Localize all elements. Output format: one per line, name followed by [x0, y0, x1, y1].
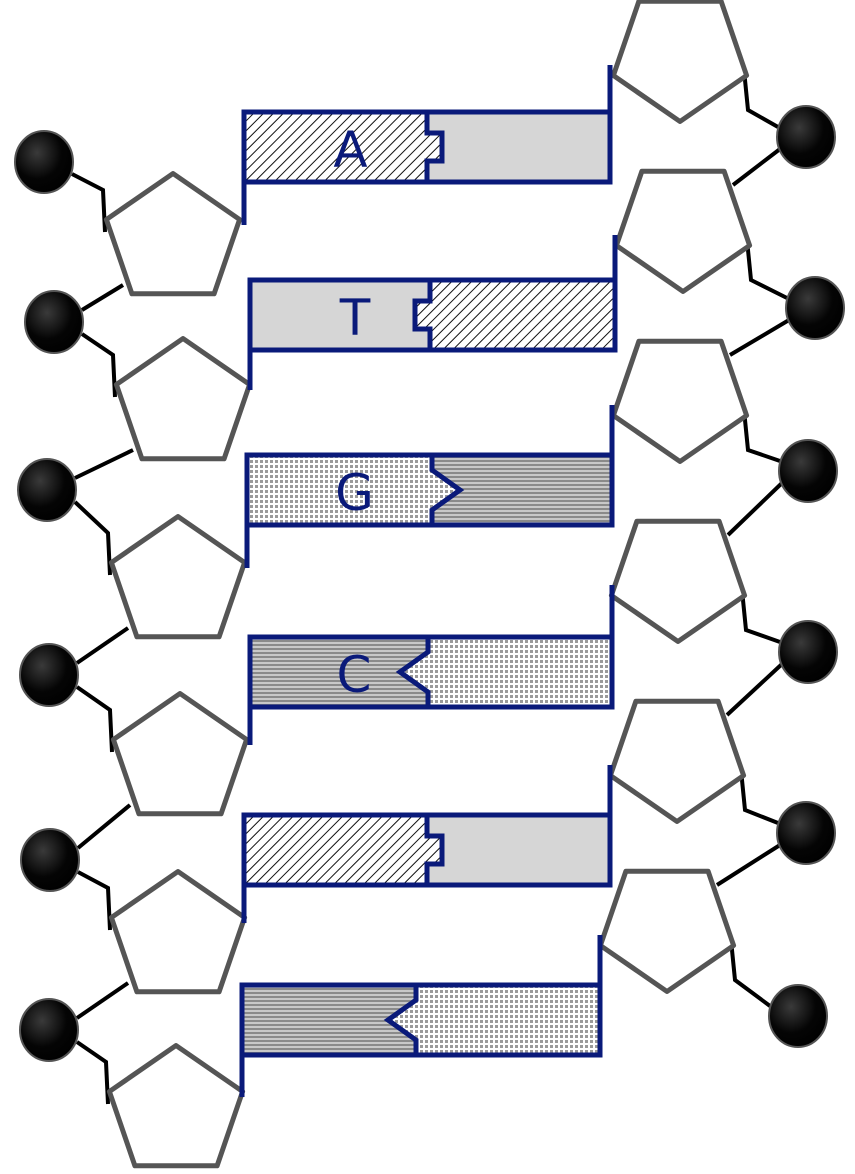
backbone-link-left: [76, 803, 132, 850]
backbone-link-right: [715, 843, 782, 887]
backbone-link-right: [740, 589, 781, 644]
base-pair-seam: [383, 985, 419, 1055]
sugar-pentagon: [608, 518, 748, 644]
sugar-pentagon: [597, 868, 737, 994]
phosphate-ball: [778, 620, 838, 684]
base-left-half: [242, 985, 416, 1055]
base-pair: [239, 935, 603, 1097]
base-pair-seam: [429, 455, 465, 525]
base-right-half: [400, 637, 612, 707]
phosphate-ball: [785, 276, 845, 340]
backbone-link-right: [729, 939, 772, 1008]
backbone-link-left: [75, 981, 130, 1020]
phosphate-ball: [776, 105, 836, 169]
backbone-link-right: [739, 769, 779, 825]
base-right-half: [432, 455, 612, 525]
phosphate-ball: [776, 801, 836, 865]
phosphate-ball: [19, 998, 79, 1062]
sugar-pentagon: [108, 869, 248, 995]
phosphate-ball: [768, 984, 828, 1048]
backbone-layer: [14, 0, 845, 1169]
backbone-link-left: [75, 685, 114, 753]
sugar-pentagon: [113, 336, 253, 462]
backbone-link-right: [725, 662, 784, 717]
backbone-link-right: [742, 409, 781, 463]
phosphate-ball: [14, 130, 74, 194]
backbone-link-left: [75, 626, 130, 665]
base-right-half: [427, 815, 610, 885]
base-right-half: [427, 112, 610, 182]
sugar-pentagon: [110, 691, 250, 817]
sugar-pentagon: [607, 698, 747, 824]
base-right-half: [415, 280, 615, 350]
base-left-half: [244, 815, 442, 885]
backbone-link-right: [731, 147, 782, 187]
phosphate-ball: [778, 439, 838, 503]
base-left-half: [247, 455, 460, 525]
sugar-pentagon: [108, 514, 248, 640]
sugar-pentagon: [103, 171, 243, 297]
backbone-link-right: [745, 239, 788, 300]
base-left-half: [250, 280, 430, 350]
base-label: G: [335, 464, 374, 522]
base-pair-seam: [412, 280, 433, 350]
backbone-link-left: [71, 172, 107, 233]
base-left-half: [250, 637, 428, 707]
phosphate-ball: [20, 828, 80, 892]
phosphate-ball: [17, 458, 77, 522]
backbone-link-left: [73, 500, 112, 576]
base-right-half: [388, 985, 600, 1055]
base-pair: A: [241, 65, 613, 225]
base-pair: C: [247, 585, 615, 745]
phosphate-ball: [19, 643, 79, 707]
base-pair: [241, 765, 613, 923]
base-label: T: [339, 289, 371, 347]
backbone-link-right: [726, 481, 784, 537]
base-pair-seam: [424, 815, 445, 885]
base-pair-seam: [395, 637, 431, 707]
sugar-pentagon: [610, 0, 750, 124]
backbone-link-right: [742, 69, 779, 129]
sugar-pentagon: [613, 168, 753, 294]
backbone-link-left: [77, 870, 112, 931]
backbone-link-left: [74, 448, 134, 480]
base-pair-seam: [424, 112, 445, 182]
base-pairs-layer: A T G C: [239, 65, 618, 1097]
base-left-half: [244, 112, 442, 182]
backbone-link-left: [75, 1040, 110, 1105]
phosphate-ball: [24, 290, 84, 354]
base-label: A: [333, 121, 367, 179]
backbone-link-left: [80, 283, 125, 312]
base-pair: T: [247, 235, 618, 390]
base-label: C: [337, 646, 372, 704]
sugar-pentagon: [106, 1043, 246, 1169]
backbone-link-left: [80, 332, 117, 398]
base-pair: G: [244, 405, 615, 568]
sugar-pentagon: [610, 338, 750, 464]
backbone-link-right: [728, 318, 791, 357]
